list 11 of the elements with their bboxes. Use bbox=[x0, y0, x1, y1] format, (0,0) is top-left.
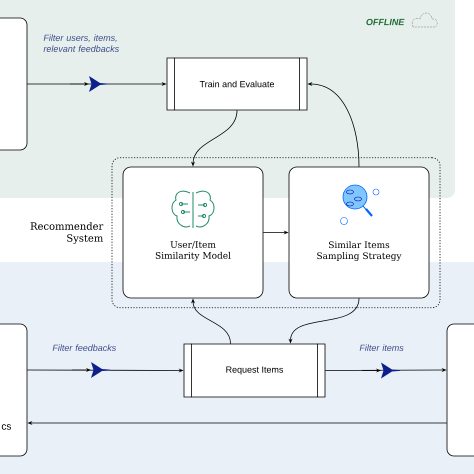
node-label: Recommender System bbox=[30, 222, 104, 244]
process-box bbox=[446, 324, 474, 456]
process-box: Train and Evaluate bbox=[166, 57, 308, 111]
edge-label: Filter feedbacks bbox=[52, 344, 116, 351]
process-box: User/Item Similarity Model bbox=[122, 166, 264, 298]
edge-label: Filter users, items, relevant feedbacks bbox=[44, 34, 119, 52]
process-box bbox=[0, 18, 28, 150]
edge-label: Filter items bbox=[360, 344, 404, 351]
process-box: cs bbox=[0, 324, 28, 456]
process-box: Similar Items Sampling Strategy bbox=[288, 166, 430, 298]
process-box: Request Items bbox=[184, 343, 326, 398]
